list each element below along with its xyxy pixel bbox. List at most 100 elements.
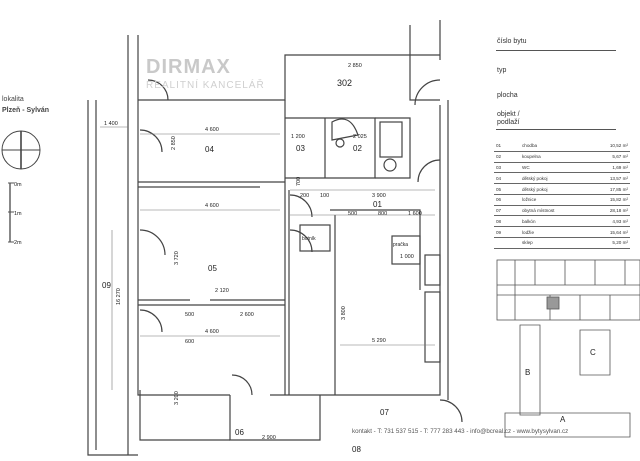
building-floor-thumbnail bbox=[496, 259, 640, 321]
room-label-08: 08 bbox=[352, 445, 361, 454]
dim-label: 1 400 bbox=[104, 121, 118, 127]
location-value: Plzeň - Sylván bbox=[2, 107, 50, 114]
dim-label: 200 bbox=[300, 193, 309, 199]
shoe-cabinet-label: botník bbox=[302, 236, 316, 242]
scale-bar: 0m 1m 2m bbox=[8, 182, 22, 246]
dim-label: 2 120 bbox=[215, 288, 229, 294]
dim-label: 2 025 bbox=[353, 134, 367, 140]
room-area: 4,93 m² bbox=[588, 215, 630, 228]
room-name: koupelna bbox=[520, 151, 589, 163]
dim-label: 100 bbox=[320, 193, 329, 199]
field-type: typ bbox=[497, 67, 507, 74]
room-label-05: 05 bbox=[208, 264, 217, 273]
room-number: 06 bbox=[494, 194, 520, 206]
dim-label: 600 bbox=[185, 339, 194, 345]
room-area: 15,82 m² bbox=[588, 194, 630, 206]
dim-label: 4 600 bbox=[205, 329, 219, 335]
room-number: 09 bbox=[494, 226, 520, 239]
room-name: balkón bbox=[520, 215, 589, 228]
legend-graphics: 0m 1m 2m bbox=[1, 130, 41, 246]
room-label-01: 01 bbox=[373, 200, 382, 209]
room-area: 5,20 m² bbox=[588, 237, 630, 249]
dim-label: 2 600 bbox=[240, 312, 254, 318]
room-number: 03 bbox=[494, 162, 520, 174]
dim-label: 2 850 bbox=[348, 63, 362, 69]
room-label-09: 09 bbox=[102, 281, 111, 290]
room-label-04: 04 bbox=[205, 145, 214, 154]
room-name: obytná místnost bbox=[520, 205, 589, 217]
site-block-c: C bbox=[590, 348, 596, 357]
room-number: 05 bbox=[494, 183, 520, 195]
scale-mark-2: 2m bbox=[14, 240, 22, 246]
dim-label: 3 800 bbox=[341, 306, 347, 320]
room-name: ložnice bbox=[520, 194, 589, 206]
room-name: dětský pokoj bbox=[520, 172, 589, 185]
site-block-a: A bbox=[560, 415, 566, 424]
contact-info: kontakt - T: 731 537 515 - T: 777 283 44… bbox=[352, 428, 569, 435]
field-area: plocha bbox=[497, 92, 518, 99]
site-plan-thumbnail: B C A bbox=[504, 324, 631, 438]
room-area: 5,67 m² bbox=[588, 151, 630, 163]
room-name: chodba bbox=[520, 141, 589, 152]
dimension-labels: 1 400 4 600 4 600 4 600 2 850 3 720 16 2… bbox=[104, 63, 422, 441]
dim-label: 500 bbox=[185, 312, 194, 318]
dim-label: 500 bbox=[348, 211, 357, 217]
dim-label: 3 200 bbox=[174, 391, 180, 405]
field-apartment-number: číslo bytu bbox=[497, 38, 527, 45]
dim-label: 4 600 bbox=[205, 127, 219, 133]
dim-label: 1 200 bbox=[291, 134, 305, 140]
room-number: 02 bbox=[494, 151, 520, 163]
room-number: 08 bbox=[494, 215, 520, 228]
site-block-b: B bbox=[525, 368, 530, 377]
watermark-subtitle: REALITNÍ KANCELÁŘ bbox=[146, 80, 265, 91]
room-area: 17,85 m² bbox=[588, 183, 630, 195]
room-area: 15,64 m² bbox=[588, 226, 630, 239]
dim-label: 16 270 bbox=[116, 288, 122, 305]
washer-label: pračka bbox=[393, 242, 408, 248]
room-label-06: 06 bbox=[235, 428, 244, 437]
room-area: 10,52 m² bbox=[588, 141, 630, 152]
fixture-labels: botník pračka bbox=[302, 236, 408, 248]
room-name: sklep bbox=[520, 237, 589, 249]
room-number: 04 bbox=[494, 172, 520, 185]
room-label-07: 07 bbox=[380, 408, 389, 417]
floor-plan: 1 400 4 600 4 600 4 600 2 850 3 720 16 2… bbox=[87, 20, 463, 456]
watermark-logo: DIRMAX bbox=[146, 56, 231, 78]
dim-label: 3 900 bbox=[372, 193, 386, 199]
dim-label: 700 bbox=[296, 177, 302, 186]
location-label: lokalita bbox=[2, 96, 24, 103]
walls bbox=[87, 20, 463, 456]
room-number: 07 bbox=[494, 205, 520, 217]
dim-label: 1 000 bbox=[400, 254, 414, 260]
room-label-02: 02 bbox=[353, 144, 362, 153]
room-number bbox=[494, 237, 520, 249]
dimension-lines bbox=[100, 126, 435, 390]
room-area: 28,18 m² bbox=[588, 205, 630, 217]
dim-label: 5 290 bbox=[372, 338, 386, 344]
room-name: dětský pokoj bbox=[520, 183, 589, 195]
thumbnails: B C A bbox=[496, 259, 640, 438]
room-area: 13,57 m² bbox=[588, 172, 630, 185]
dim-label: 1 600 bbox=[408, 211, 422, 217]
room-labels: 302 01 02 03 04 05 06 07 08 09 bbox=[102, 78, 389, 454]
dim-label: 3 720 bbox=[174, 251, 180, 265]
room-number: 01 bbox=[494, 141, 520, 152]
room-name: WC bbox=[520, 162, 589, 174]
dim-label: 800 bbox=[378, 211, 387, 217]
room-label-03: 03 bbox=[296, 144, 305, 153]
room-area: 1,69 m² bbox=[588, 162, 630, 174]
room-name: lodžie bbox=[520, 226, 589, 239]
north-compass-icon bbox=[1, 130, 41, 170]
scale-mark-1: 1m bbox=[14, 211, 22, 217]
dim-label: 4 600 bbox=[205, 203, 219, 209]
